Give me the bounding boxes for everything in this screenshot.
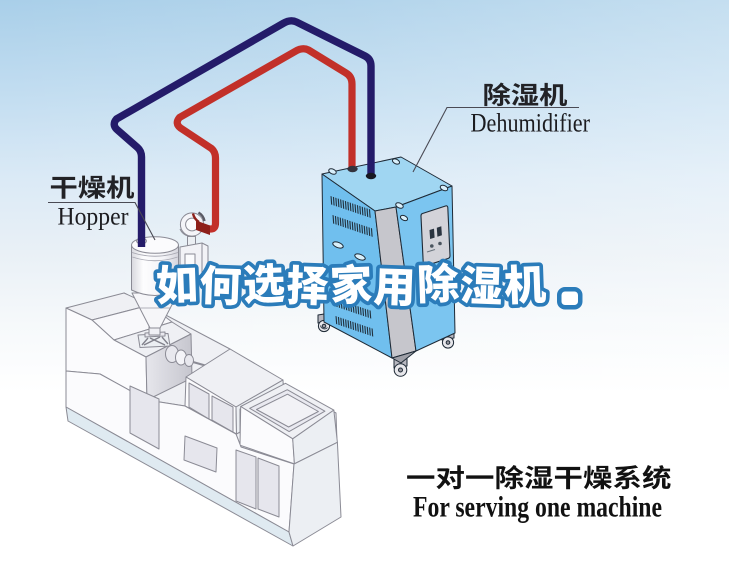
svg-text:Dehumidifier: Dehumidifier [471, 109, 591, 138]
svg-text:Hopper: Hopper [58, 204, 130, 231]
svg-text:For serving one machine: For serving one machine [413, 491, 662, 524]
